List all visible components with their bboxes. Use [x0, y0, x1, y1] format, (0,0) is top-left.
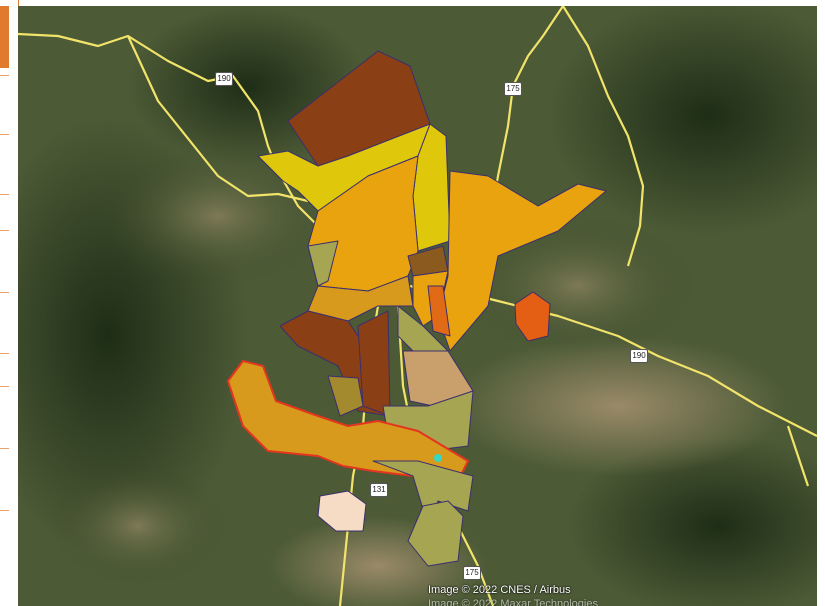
- panel-row-divider: [0, 448, 9, 449]
- road-shield-175: 175: [463, 566, 481, 580]
- panel-row-divider: [0, 75, 9, 76]
- district-southwest-pink[interactable]: [317, 490, 367, 532]
- terrain-dark-patch: [548, 6, 817, 236]
- district-west-olive[interactable]: [307, 240, 339, 287]
- panel-row-divider: [0, 230, 9, 231]
- highway-190-alt: [127, 35, 309, 203]
- side-panel-edge: [0, 0, 19, 546]
- map-canvas[interactable]: [18, 6, 817, 606]
- panel-row-divider: [0, 386, 9, 387]
- road-shield-190: 190: [215, 72, 233, 86]
- location-marker[interactable]: [434, 454, 442, 462]
- highway-north-loop: [562, 6, 645, 267]
- panel-row-divider: [0, 134, 9, 135]
- map-attribution-second: Image © 2022 Maxar Technologies: [428, 598, 598, 606]
- road-shield-175: 175: [504, 82, 522, 96]
- district-polygons: [227, 50, 607, 567]
- panel-row-divider: [0, 292, 9, 293]
- terrain-valley-patch: [48, 466, 228, 586]
- road-shield-190: 190: [630, 349, 648, 363]
- map-attribution: Image © 2022 CNES / Airbus: [428, 584, 571, 596]
- highway-190-southeast: [786, 425, 810, 487]
- panel-row-divider: [0, 194, 9, 195]
- satellite-map[interactable]: 190 175 190 131 175 Image © 2022 CNES / …: [18, 6, 817, 606]
- district-red-orange[interactable]: [427, 285, 451, 337]
- panel-row-divider: [0, 353, 9, 354]
- district-brown-tall[interactable]: [357, 310, 391, 417]
- district-olive-small[interactable]: [327, 375, 364, 417]
- terrain-valley-patch: [448, 336, 788, 476]
- terrain-dark-patch: [568, 436, 817, 606]
- district-east-red-orange[interactable]: [514, 291, 551, 342]
- panel-header-strip: [0, 6, 9, 68]
- district-far-south-olive[interactable]: [407, 500, 464, 567]
- road-shield-131: 131: [370, 483, 388, 497]
- panel-row-divider: [0, 510, 9, 511]
- terrain-valley-patch: [98, 146, 338, 286]
